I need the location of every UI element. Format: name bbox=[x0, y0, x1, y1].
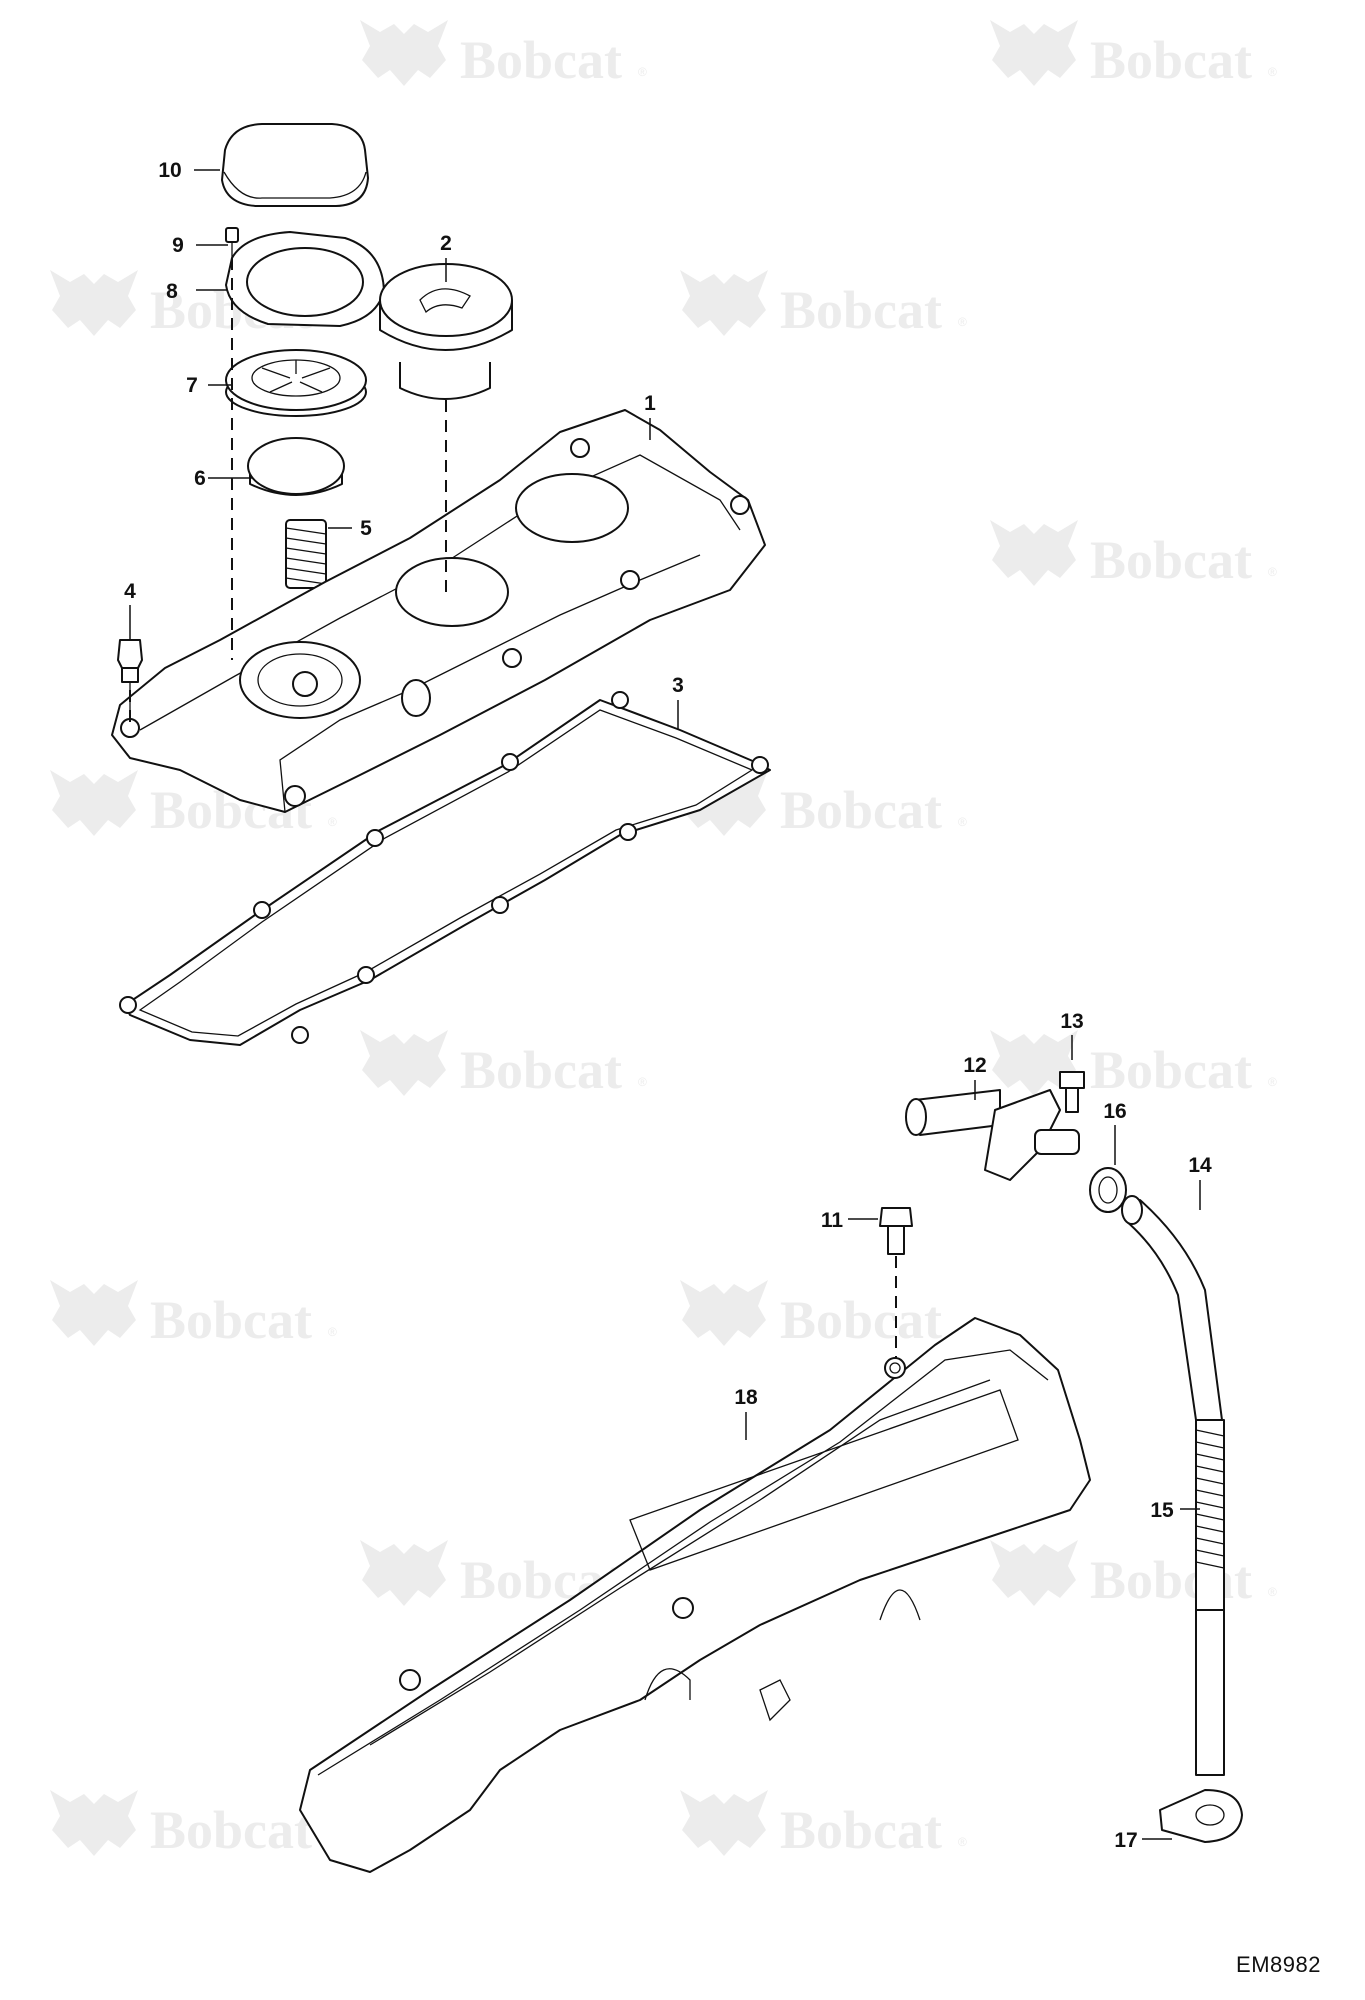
bobcat-watermark: Bobcat ® bbox=[360, 20, 647, 90]
bobcat-watermark: Bobcat ® bbox=[990, 20, 1277, 90]
callout-17: 17 bbox=[1114, 1829, 1137, 1852]
bobcat-logo-icon bbox=[50, 770, 138, 836]
callout-15: 15 bbox=[1150, 1499, 1174, 1522]
bobcat-watermark-text: Bobcat bbox=[780, 1290, 942, 1350]
callout-18: 18 bbox=[734, 1386, 758, 1409]
callout-11: 11 bbox=[821, 1209, 844, 1232]
bobcat-watermark-text: Bobcat bbox=[1090, 1040, 1252, 1100]
registered-mark: ® bbox=[958, 1835, 967, 1849]
registered-mark: ® bbox=[1268, 1585, 1277, 1599]
part-18-valve-cover bbox=[299, 1317, 1091, 1873]
bobcat-logo-icon bbox=[990, 20, 1078, 86]
bobcat-watermark-text: Bobcat bbox=[780, 280, 942, 340]
callout-16: 16 bbox=[1103, 1100, 1126, 1123]
part-8-flange bbox=[225, 231, 385, 327]
bobcat-logo-icon bbox=[360, 1030, 448, 1096]
registered-mark: ® bbox=[328, 1325, 337, 1339]
bobcat-logo-icon bbox=[360, 20, 448, 86]
part-3-gasket bbox=[119, 691, 771, 1046]
callout-10: 10 bbox=[158, 159, 181, 182]
registered-mark: ® bbox=[328, 815, 337, 829]
bobcat-watermark-text: Bobcat bbox=[150, 1290, 312, 1350]
watermark-layer: Bobcat ® Bobcat ® Bobcat ® Bobcat ® Bobcat ® Bobca… bbox=[50, 20, 1277, 1860]
callout-4: 4 bbox=[124, 580, 136, 603]
drawing-number: EM8982 bbox=[1236, 1952, 1321, 1977]
bobcat-watermark: Bobcat ® bbox=[990, 1030, 1277, 1100]
callout-2: 2 bbox=[440, 232, 452, 255]
bobcat-watermark-text: Bobcat bbox=[460, 1040, 622, 1100]
bobcat-logo-icon bbox=[50, 270, 138, 336]
part-14-hose bbox=[1121, 1195, 1223, 1421]
part-6-disk bbox=[247, 437, 345, 496]
bobcat-logo-icon bbox=[990, 520, 1078, 586]
callout-12: 12 bbox=[963, 1054, 986, 1077]
callout-8: 8 bbox=[166, 280, 178, 303]
part-5-spring bbox=[285, 519, 327, 589]
callout-leaders bbox=[129, 169, 1201, 1840]
bobcat-watermark-text: Bobcat bbox=[1090, 530, 1252, 590]
callout-3: 3 bbox=[672, 674, 684, 697]
bobcat-watermark: Bobcat ® bbox=[50, 1280, 337, 1350]
bobcat-logo-icon bbox=[360, 1540, 448, 1606]
callout-14: 14 bbox=[1188, 1154, 1212, 1177]
registered-mark: ® bbox=[638, 65, 647, 79]
part-9-screw bbox=[225, 227, 239, 258]
registered-mark: ® bbox=[638, 1075, 647, 1089]
part-17-clip bbox=[1159, 1789, 1243, 1843]
bobcat-watermark-text: Bobcat bbox=[1090, 30, 1252, 90]
registered-mark: ® bbox=[958, 315, 967, 329]
bobcat-logo-icon bbox=[990, 1540, 1078, 1606]
bobcat-watermark-text: Bobcat bbox=[150, 1800, 312, 1860]
callout-1: 1 bbox=[644, 392, 656, 415]
bobcat-logo-icon bbox=[680, 1280, 768, 1346]
bobcat-watermark-text: Bobcat bbox=[780, 1800, 942, 1860]
bobcat-logo-icon bbox=[680, 270, 768, 336]
bobcat-watermark: Bobcat ® bbox=[360, 1030, 647, 1100]
part-13-bolt bbox=[1059, 1071, 1085, 1113]
bobcat-logo-icon bbox=[50, 1790, 138, 1856]
bobcat-watermark-text: Bobcat bbox=[780, 780, 942, 840]
part-1-valve-cover bbox=[111, 409, 766, 813]
callout-5: 5 bbox=[360, 517, 372, 540]
bobcat-watermark: Bobcat ® bbox=[680, 270, 967, 340]
bobcat-watermark: Bobcat ® bbox=[680, 1790, 967, 1860]
bobcat-watermark-text: Bobcat bbox=[1090, 1550, 1252, 1610]
callout-6: 6 bbox=[194, 467, 206, 490]
callout-9: 9 bbox=[172, 234, 184, 257]
registered-mark: ® bbox=[1268, 65, 1277, 79]
part-4-stud-bolt bbox=[117, 639, 143, 720]
bobcat-logo-icon bbox=[50, 1280, 138, 1346]
bobcat-watermark-text: Bobcat bbox=[460, 30, 622, 90]
part-15-hose-sleeve bbox=[1195, 1419, 1225, 1776]
callout-13: 13 bbox=[1060, 1010, 1083, 1033]
bobcat-watermark: Bobcat ® bbox=[990, 1540, 1277, 1610]
part-10-cover bbox=[221, 123, 369, 207]
part-12-breather-elbow bbox=[905, 1089, 1080, 1181]
part-16-clamp bbox=[1089, 1167, 1127, 1213]
bobcat-watermark: Bobcat ® bbox=[680, 770, 967, 840]
bobcat-watermark: Bobcat ® bbox=[990, 520, 1277, 590]
registered-mark: ® bbox=[1268, 1075, 1277, 1089]
part-11-bolt bbox=[879, 1207, 913, 1255]
part-7-diaphragm bbox=[225, 349, 367, 417]
callout-7: 7 bbox=[186, 374, 198, 397]
bobcat-watermark: Bobcat® bbox=[680, 1280, 967, 1350]
bobcat-logo-icon bbox=[680, 1790, 768, 1856]
registered-mark: ® bbox=[958, 815, 967, 829]
part-2-oil-cap bbox=[379, 263, 513, 400]
registered-mark: ® bbox=[1268, 565, 1277, 579]
bobcat-watermark: Bobcat® bbox=[50, 1790, 337, 1860]
